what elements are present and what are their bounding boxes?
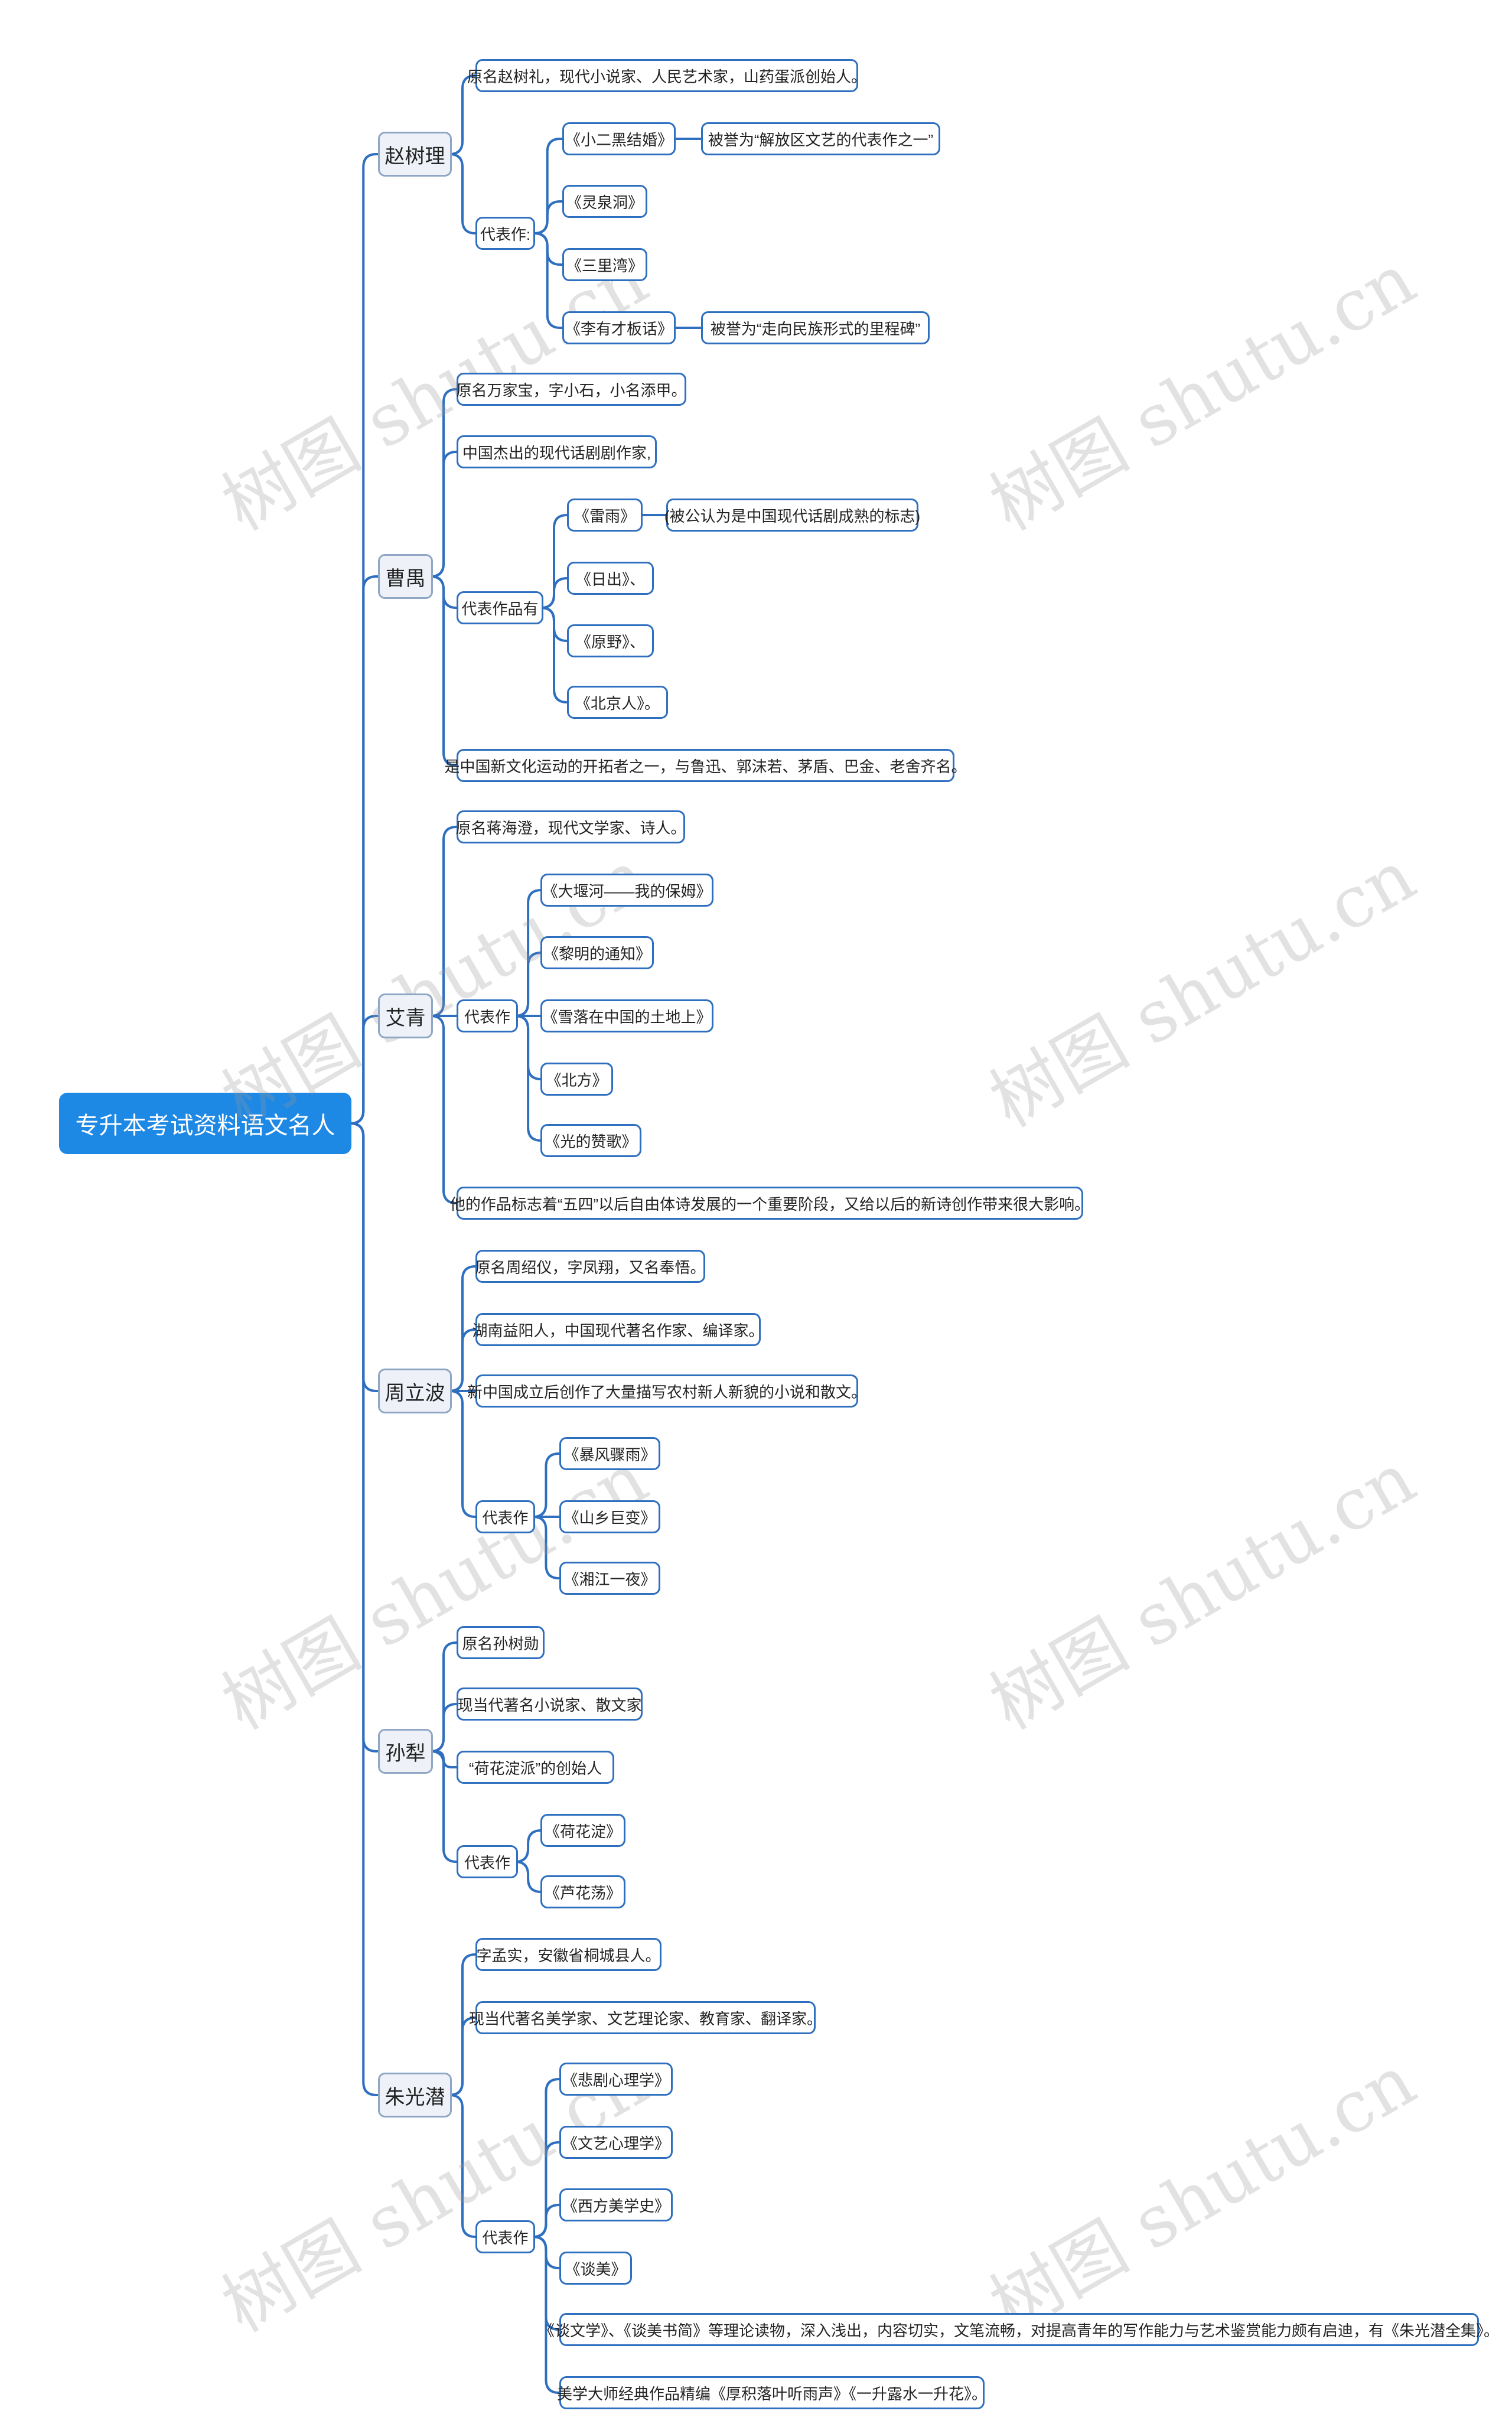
connector-line: [533, 2204, 559, 2238]
topic-node-depth-2[interactable]: 原名蒋海澄，现代文学家、诗人。: [456, 810, 686, 843]
branch-topic[interactable]: 赵树理: [378, 132, 452, 177]
topic-node-depth-3[interactable]: 《日出》、: [567, 562, 654, 595]
topic-node-depth-2[interactable]: 原名赵树礼，现代小说家、人民艺术家，山药蛋派创始人。: [467, 59, 866, 92]
topic-node-depth-2[interactable]: 代表作: [457, 1845, 518, 1878]
connector-line: [515, 952, 542, 1017]
topic-node-depth-2[interactable]: 现当代著名小说家、散文家: [457, 1688, 643, 1721]
connector-line: [534, 200, 562, 234]
topic-node-depth-3[interactable]: 《文艺心理学》: [559, 2126, 673, 2159]
connector-line: [449, 153, 476, 234]
topic-node-depth-3[interactable]: 《灵泉洞》: [562, 185, 647, 218]
topic-node-depth-3[interactable]: 《荷花淀》: [540, 1814, 625, 1847]
connector-line: [449, 1390, 476, 1518]
topic-node-depth-4[interactable]: (被公认为是中国现代话剧成熟的标志): [664, 499, 920, 532]
topic-node-depth-3[interactable]: 《小二黑结婚》: [562, 122, 676, 155]
branch-topic[interactable]: 朱光潜: [378, 2073, 452, 2117]
topic-node-depth-2[interactable]: 新中国成立后创作了大量描写农村新人新貌的小说和散文。: [467, 1374, 866, 1408]
connector-line: [534, 232, 562, 329]
topic-node-depth-2[interactable]: 湖南益阳人，中国现代著名作家、编译家。: [472, 1313, 764, 1346]
connector-line: [449, 74, 476, 155]
topic-node-depth-3[interactable]: 《谈美》: [559, 2252, 632, 2285]
root-topic[interactable]: 专升本考试资料语文名人: [59, 1093, 351, 1154]
topic-node-depth-3[interactable]: 《山乡巨变》: [559, 1500, 660, 1533]
connector-line: [449, 2016, 476, 2096]
connector-line: [533, 2236, 559, 2394]
topic-node-depth-2[interactable]: 中国杰出的现代话剧剧作家,: [457, 435, 657, 468]
topic-node-depth-2[interactable]: 代表作: [475, 1500, 535, 1533]
connector-line: [430, 451, 457, 578]
topic-node-depth-3[interactable]: 《芦花荡》: [540, 1875, 625, 1908]
branch-topic[interactable]: 曹禺: [378, 554, 433, 599]
topic-node-depth-3[interactable]: 美学大师经典作品精编《厚积落叶听雨声》《一升露水一升花》。: [557, 2376, 987, 2409]
branch-topic[interactable]: 艾青: [378, 993, 433, 1038]
topic-node-depth-2[interactable]: 原名万家宝，字小石，小名添甲。: [457, 373, 687, 406]
topic-node-depth-2[interactable]: 他的作品标志着“五四”以后自由体诗发展的一个重要阶段，又给以后的新诗创作带来很大…: [450, 1187, 1090, 1220]
connector-line: [430, 1750, 457, 1863]
topic-node-depth-2[interactable]: 代表作: [475, 2220, 535, 2253]
topic-node-depth-4[interactable]: 被誉为“解放区文艺的代表作之一”: [701, 122, 940, 155]
topic-node-depth-2[interactable]: 代表作: [457, 999, 518, 1032]
connector-line: [430, 826, 457, 1017]
connector-line: [540, 607, 568, 703]
connector-line: [430, 1703, 457, 1752]
connector-line: [515, 1829, 542, 1863]
topic-node-depth-3[interactable]: 《西方美学史》: [559, 2188, 673, 2221]
topic-node-depth-3[interactable]: 《悲剧心理学》: [559, 2063, 673, 2096]
topic-node-depth-2[interactable]: 字孟实，安徽省桐城县人。: [475, 1938, 662, 1971]
topic-node-depth-3[interactable]: 《三里湾》: [562, 248, 647, 281]
connector-line: [515, 1015, 542, 1142]
topic-node-depth-3[interactable]: 《雪落在中国的土地上》: [540, 999, 713, 1032]
topic-node-depth-3[interactable]: 《湘江一夜》: [559, 1562, 660, 1595]
topic-node-depth-2[interactable]: 代表作品有: [457, 591, 543, 624]
connector-line: [515, 1861, 542, 1893]
connector-line: [350, 1122, 378, 2096]
topic-node-depth-2[interactable]: 原名周绍仪，字凤翔，又名奉悟。: [475, 1250, 706, 1283]
branch-topic[interactable]: 孙犁: [378, 1729, 433, 1774]
topic-node-depth-3[interactable]: 《雷雨》: [567, 499, 643, 532]
connector-line: [430, 575, 457, 767]
connector-line: [350, 1015, 378, 1125]
branch-topic[interactable]: 周立波: [378, 1369, 452, 1413]
connector-line: [449, 2094, 476, 2238]
topic-node-depth-3[interactable]: 《谈文学》、《谈美书简》等理论读物，深入浅出，内容切实，文笔流畅，对提高青年的写…: [539, 2313, 1499, 2346]
topic-node-depth-2[interactable]: “荷花淀派”的创始人: [457, 1751, 614, 1784]
topic-node-depth-3[interactable]: 《原野》、: [567, 624, 654, 657]
topic-node-depth-3[interactable]: 《黎明的通知》: [540, 936, 654, 969]
connector-line: [430, 1015, 457, 1204]
topic-node-depth-3[interactable]: 《北京人》。: [567, 686, 668, 719]
topic-node-depth-2[interactable]: 原名孙树勋: [457, 1626, 545, 1659]
connector-line: [533, 1452, 559, 1518]
connector-line: [533, 1516, 559, 1579]
topic-node-depth-2[interactable]: 代表作:: [475, 217, 535, 250]
topic-node-depth-3[interactable]: 《李有才板话》: [562, 311, 676, 344]
topic-node-depth-3[interactable]: 《暴风骤雨》: [559, 1437, 660, 1470]
topic-node-depth-3[interactable]: 《大堰河——我的保姆》: [540, 874, 713, 907]
topic-node-depth-2[interactable]: 现当代著名美学家、文艺理论家、教育家、翻译家。: [469, 2001, 822, 2034]
topic-node-depth-2[interactable]: 是中国新文化运动的开拓者之一，与鲁迅、郭沫若、茅盾、巴金、老舍齐名。: [445, 749, 967, 782]
topic-node-depth-3[interactable]: 《北方》: [540, 1063, 613, 1096]
topic-node-depth-3[interactable]: 《光的赞歌》: [540, 1124, 641, 1157]
topic-node-depth-4[interactable]: 被誉为“走向民族形式的里程碑”: [701, 311, 930, 344]
